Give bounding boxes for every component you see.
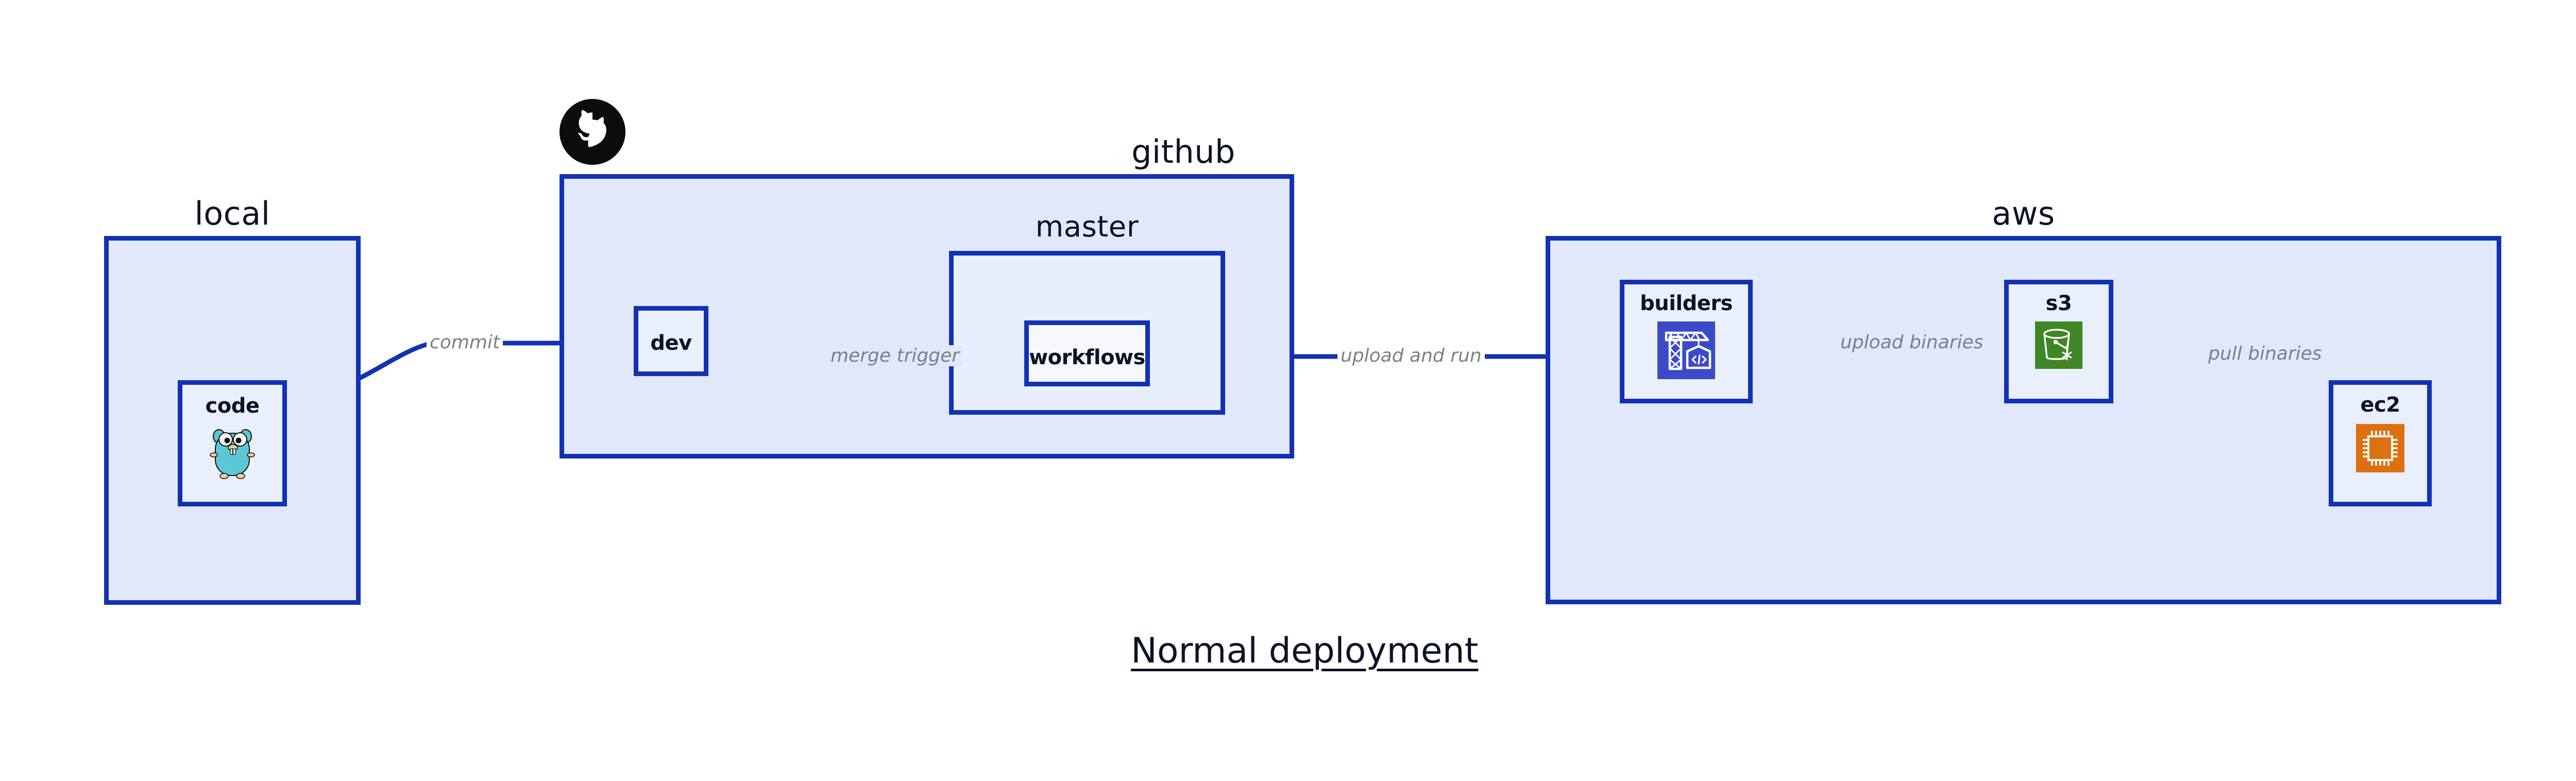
edge-label-merge-trigger: merge trigger bbox=[827, 345, 963, 366]
node-label-code: code bbox=[205, 394, 260, 418]
edge-label-commit: commit bbox=[427, 332, 503, 353]
edge-label-upload-and-run: upload and run bbox=[1337, 345, 1485, 366]
node-label-s3: s3 bbox=[2045, 292, 2072, 315]
zone-label-github: github bbox=[1131, 133, 1235, 171]
node-label-ec2: ec2 bbox=[2360, 393, 2400, 417]
node-code[interactable]: code bbox=[178, 380, 287, 506]
node-workflows[interactable]: workflows bbox=[1024, 320, 1150, 386]
aws-ec2-chip-icon bbox=[2356, 424, 2404, 474]
zone-label-aws: aws bbox=[1992, 195, 2055, 232]
node-ec2[interactable]: ec2 bbox=[2329, 380, 2432, 506]
node-dev[interactable]: dev bbox=[634, 306, 708, 376]
zone-label-master: master bbox=[1035, 210, 1139, 244]
edge-label-upload-binaries: upload binaries bbox=[1837, 332, 1987, 353]
node-builders[interactable]: builders bbox=[1620, 280, 1753, 403]
aws-codebuild-crane-icon bbox=[1657, 321, 1715, 381]
node-s3[interactable]: s3 bbox=[2004, 280, 2113, 403]
node-label-workflows: workflows bbox=[1029, 346, 1145, 369]
aws-s3-bucket-icon bbox=[2035, 321, 2082, 371]
node-label-dev: dev bbox=[650, 331, 692, 355]
page-title: Normal deployment bbox=[1131, 631, 1479, 671]
go-gopher-icon bbox=[209, 425, 256, 483]
zone-label-local: local bbox=[194, 195, 270, 232]
edge-label-pull-binaries: pull binaries bbox=[2205, 343, 2325, 364]
node-label-builders: builders bbox=[1640, 292, 1733, 315]
github-octocat-icon bbox=[560, 99, 625, 167]
